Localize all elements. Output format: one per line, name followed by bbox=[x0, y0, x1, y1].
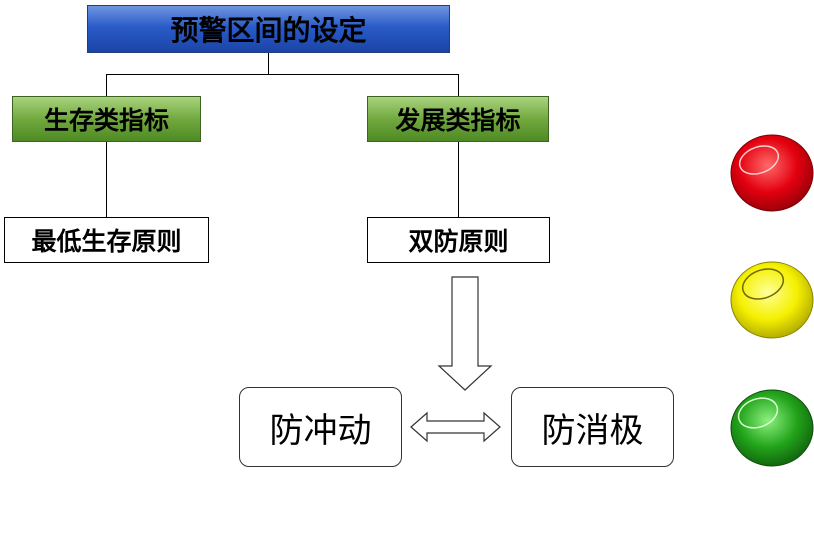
diagram-title: 预警区间的设定 bbox=[87, 5, 450, 53]
outcome-prevent-passivity: 防消极 bbox=[511, 387, 674, 467]
connector-horizontal bbox=[106, 74, 459, 75]
category-development-indicators: 发展类指标 bbox=[367, 96, 549, 142]
yellow-light-icon bbox=[730, 261, 814, 339]
double-arrow-icon bbox=[410, 411, 501, 443]
connector-title-down bbox=[268, 53, 269, 74]
down-arrow-icon bbox=[437, 276, 493, 391]
connector-right-down bbox=[458, 74, 459, 96]
connector-left-down bbox=[106, 74, 107, 96]
red-light-icon bbox=[730, 134, 814, 212]
connector-right-principle bbox=[458, 142, 459, 217]
connector-left-principle bbox=[106, 142, 107, 217]
category-survival-indicators: 生存类指标 bbox=[12, 96, 201, 142]
outcome-prevent-impulse: 防冲动 bbox=[239, 387, 402, 467]
principle-minimum-survival: 最低生存原则 bbox=[4, 217, 209, 263]
principle-dual-prevention: 双防原则 bbox=[367, 217, 550, 263]
green-light-icon bbox=[730, 389, 814, 467]
